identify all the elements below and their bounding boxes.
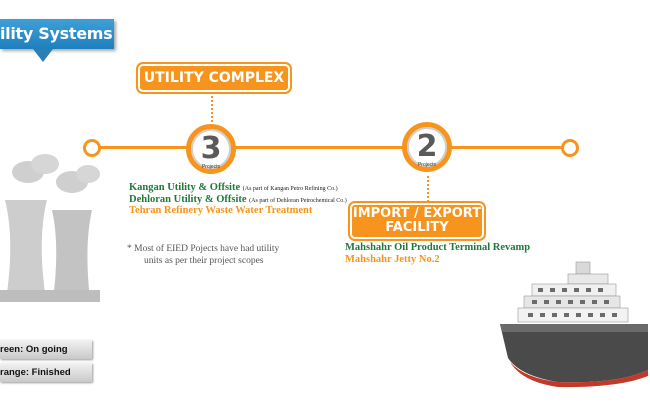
import-count: 2: [416, 129, 438, 164]
project-name: Kangan Utility & Offsite: [129, 182, 241, 193]
connector-line: [211, 92, 215, 122]
project-name: Mahshahr Oil Product Terminal Revamp: [345, 242, 531, 253]
connector-line: [427, 176, 431, 206]
import-export-ribbon: IMPORT / EXPORT FACILITY: [352, 205, 482, 237]
footnote: * Most of EIED Pojects have had utility …: [127, 243, 297, 267]
legend-ongoing: reen: On going: [0, 340, 92, 359]
timeline-line: [96, 146, 568, 149]
title-pointer: [33, 49, 53, 62]
footnote-line1: * Most of EIED Pojects have had utility: [127, 244, 280, 254]
ship-illustration: [500, 261, 648, 388]
legend-finished-label: range: Finished: [0, 367, 71, 378]
project-note: (As part of Kangan Petro Refining Co.): [242, 186, 338, 192]
footnote-star: *: [225, 130, 229, 140]
utility-count: 3: [200, 131, 222, 166]
import-export-label-line1: IMPORT / EXPORT: [352, 206, 482, 221]
timeline-start-dot: [83, 139, 101, 157]
utility-count-badge: 3 * Projects: [186, 124, 236, 174]
project-name: Dehloran Utility & Offsite: [129, 194, 247, 205]
section-title: ility Systems: [0, 24, 113, 43]
import-export-label-line2: FACILITY: [385, 220, 449, 235]
badge-tag: Projects: [201, 164, 221, 170]
project-name: Tehran Refinery Waste Water Treatment: [129, 205, 313, 216]
project-item: Kangan Utility & Offsite (As part of Kan…: [129, 182, 338, 193]
timeline-end-dot: [561, 139, 579, 157]
badge-tag: Projects: [417, 162, 437, 168]
title-banner: ility Systems: [0, 19, 114, 49]
project-item: Mahshahr Oil Product Terminal Revamp: [345, 242, 530, 253]
project-item: Tehran Refinery Waste Water Treatment: [129, 205, 312, 216]
project-name: Mahshahr Jetty No.2: [345, 254, 440, 265]
project-note: (As part of Dehloran Petrochemical Co.): [249, 198, 347, 204]
project-item: Dehloran Utility & Offsite (As part of D…: [129, 194, 347, 205]
factory-illustration: [0, 154, 100, 302]
footnote-line2: units as per their project scopes: [144, 256, 264, 266]
legend-ongoing-label: reen: On going: [0, 344, 68, 355]
legend-finished: range: Finished: [0, 363, 92, 382]
project-item: Mahshahr Jetty No.2: [345, 254, 440, 265]
utility-complex-ribbon: UTILITY COMPLEX: [140, 66, 288, 90]
import-count-badge: 2 Projects: [402, 122, 452, 172]
utility-complex-label: UTILITY COMPLEX: [143, 70, 285, 86]
